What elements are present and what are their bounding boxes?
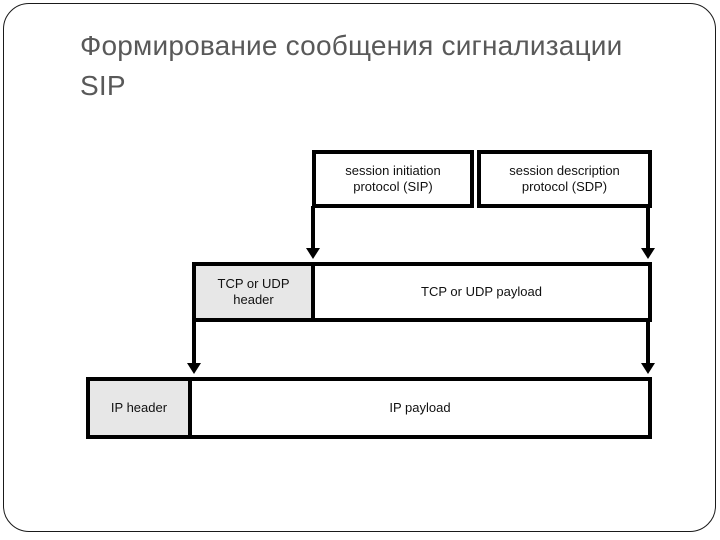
arrow-sdp-to-transport-right (646, 206, 650, 248)
network-layer-row: IP header IP payload (86, 377, 652, 439)
tcp-udp-payload-cell: TCP or UDP payload (315, 266, 648, 318)
transport-layer-row: TCP or UDP header TCP or UDP payload (192, 262, 652, 322)
sip-box: session initiation protocol (SIP) (312, 150, 474, 208)
sdp-box: session description protocol (SDP) (477, 150, 652, 208)
ip-header-cell: IP header (90, 381, 192, 435)
arrow-sip-to-transport-left (311, 206, 315, 248)
tcp-udp-header-cell: TCP or UDP header (196, 266, 315, 318)
arrow-transport-to-network-left (192, 320, 196, 363)
arrow-transport-to-network-right (646, 320, 650, 363)
slide-title: Формирование сообщения сигнализации SIP (80, 30, 623, 101)
ip-payload-cell: IP payload (192, 381, 648, 435)
